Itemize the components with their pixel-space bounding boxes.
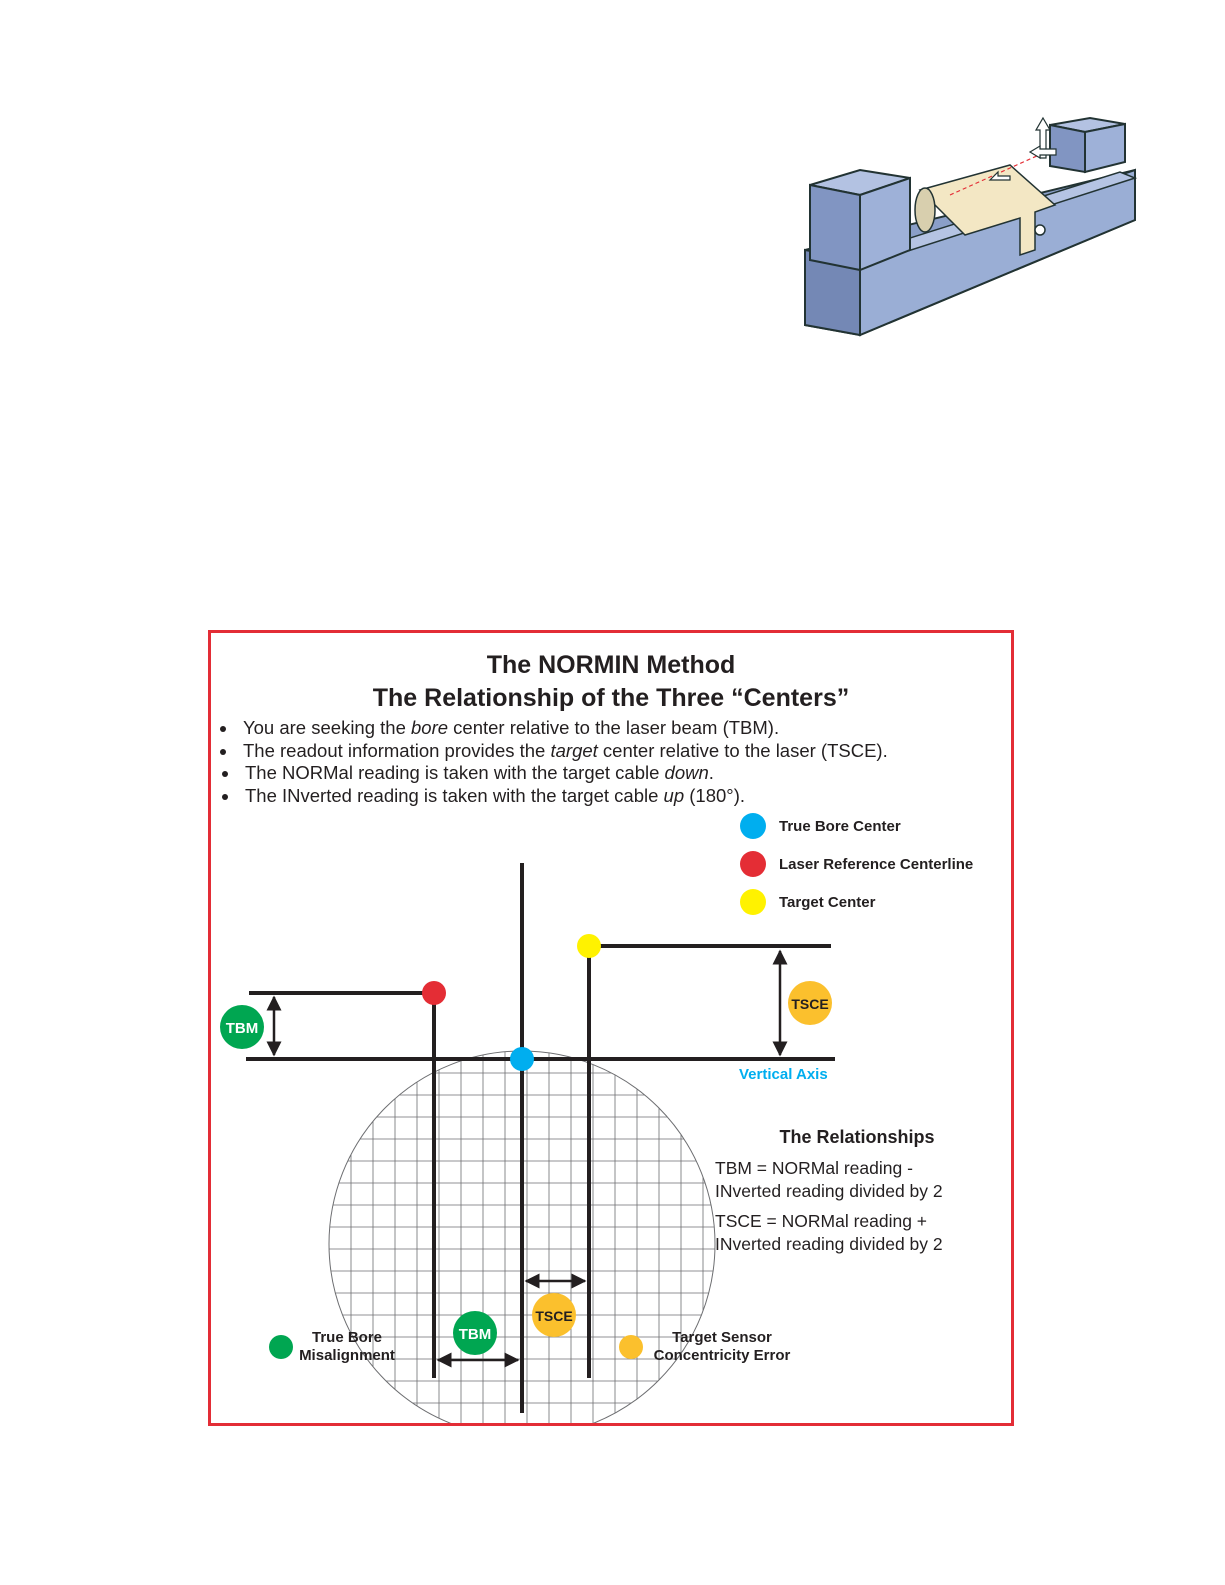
tbm-legend-line1: True Bore: [312, 1329, 382, 1346]
bullet-dot: [222, 793, 228, 800]
tsce-badge-label: TSCE: [791, 996, 828, 1012]
legend-label: True Bore Center: [779, 818, 901, 835]
tsce-formula-line2: INverted reading divided by 2: [715, 1234, 943, 1254]
dimension-arrows: [266, 949, 788, 1368]
legend-swatch-yellow: [740, 889, 766, 915]
laser-reference-dot: [422, 981, 446, 1005]
bullet-item: You are seeking the bore center relative…: [220, 717, 888, 740]
axis-lines: [246, 863, 835, 1413]
bullet-text: center relative to the laser beam (TBM).: [448, 717, 780, 738]
legend-item-target-center: Target Center: [740, 889, 876, 915]
relationships-heading: The Relationships: [779, 1127, 934, 1147]
tbm-formula-line1: TBM = NORMal reading -: [715, 1158, 913, 1178]
legend-swatch-red: [740, 851, 766, 877]
tsce-badge-right: TSCE: [788, 981, 832, 1025]
target-center-dot: [577, 934, 601, 958]
bullet-text: center relative to the laser (TSCE).: [597, 739, 888, 761]
vertical-axis-label: Vertical Axis: [739, 1066, 828, 1083]
bullet-dot: [220, 748, 226, 755]
bullet-text: The NORMal reading is taken with the tar…: [245, 762, 665, 783]
tsce-legend-swatch: [619, 1335, 643, 1359]
bullet-dot: [220, 726, 226, 732]
tbm-badge-label: TBM: [226, 1020, 259, 1037]
tsce-badge-bottom: TSCE: [532, 1293, 576, 1337]
bullet-text: .: [708, 762, 714, 783]
diagram-subtitle: The Relationship of the Three “Centers”: [372, 684, 850, 712]
normin-diagram-frame: The NORMIN Method The Relationship of th…: [208, 630, 1014, 1426]
bullet-emphasis: bore: [411, 717, 449, 738]
bullet-text: The readout information provides the: [243, 739, 551, 761]
bullet-emphasis: up: [663, 784, 685, 806]
bullet-list: You are seeking the bore center relative…: [211, 717, 888, 807]
legend-label: Target Center: [779, 894, 876, 911]
bullet-text: The INverted reading is taken with the t…: [245, 784, 664, 806]
tbm-badge-bottom: TBM: [453, 1311, 497, 1355]
bottom-legend-tsce: Target Sensor Concentricity Error: [619, 1329, 791, 1364]
diagram-title: The NORMIN Method: [486, 651, 736, 679]
bullet-emphasis: target: [550, 739, 598, 761]
tsce-legend-line1: Target Sensor: [672, 1329, 772, 1346]
tbm-legend-swatch: [269, 1335, 293, 1359]
legend-label: Laser Reference Centerline: [779, 856, 973, 873]
legend-item-laser-reference: Laser Reference Centerline: [740, 851, 973, 877]
legend-swatch-blue: [740, 813, 766, 839]
legend-item-true-bore-center: True Bore Center: [740, 813, 901, 839]
centers-diagram: TBM TSCE TSCE TBM Vertical Axis True Bor…: [220, 813, 973, 1423]
tsce-legend-line2: Concentricity Error: [654, 1347, 791, 1364]
bullet-item: The INverted reading is taken with the t…: [222, 784, 890, 808]
tbm-badge-left: TBM: [220, 1005, 264, 1049]
tbm-formula-line2: INverted reading divided by 2: [715, 1181, 943, 1201]
diagram-titles: The NORMIN Method The Relationship of th…: [211, 649, 1011, 715]
bullet-item: The NORMal reading is taken with the tar…: [222, 762, 890, 785]
machine-alignment-illustration: [804, 116, 1138, 337]
bullet-emphasis: down: [664, 762, 709, 783]
tsce-badge-label: TSCE: [535, 1308, 572, 1324]
true-bore-center-dot: [510, 1047, 534, 1071]
legend: True Bore Center Laser Reference Centerl…: [740, 813, 973, 915]
bottom-legend-tbm: True Bore Misalignment: [269, 1329, 395, 1364]
bullet-dot: [222, 771, 228, 777]
tbm-legend-line2: Misalignment: [299, 1347, 395, 1364]
tsce-formula-line1: TSCE = NORMal reading +: [715, 1211, 927, 1231]
bullet-text: (180°).: [684, 784, 745, 806]
relationships-box: The Relationships TBM = NORMal reading -…: [715, 1127, 943, 1254]
bullet-text: You are seeking the: [243, 717, 411, 738]
bullet-item: The readout information provides the tar…: [220, 739, 888, 763]
tbm-badge-label: TBM: [459, 1326, 492, 1343]
